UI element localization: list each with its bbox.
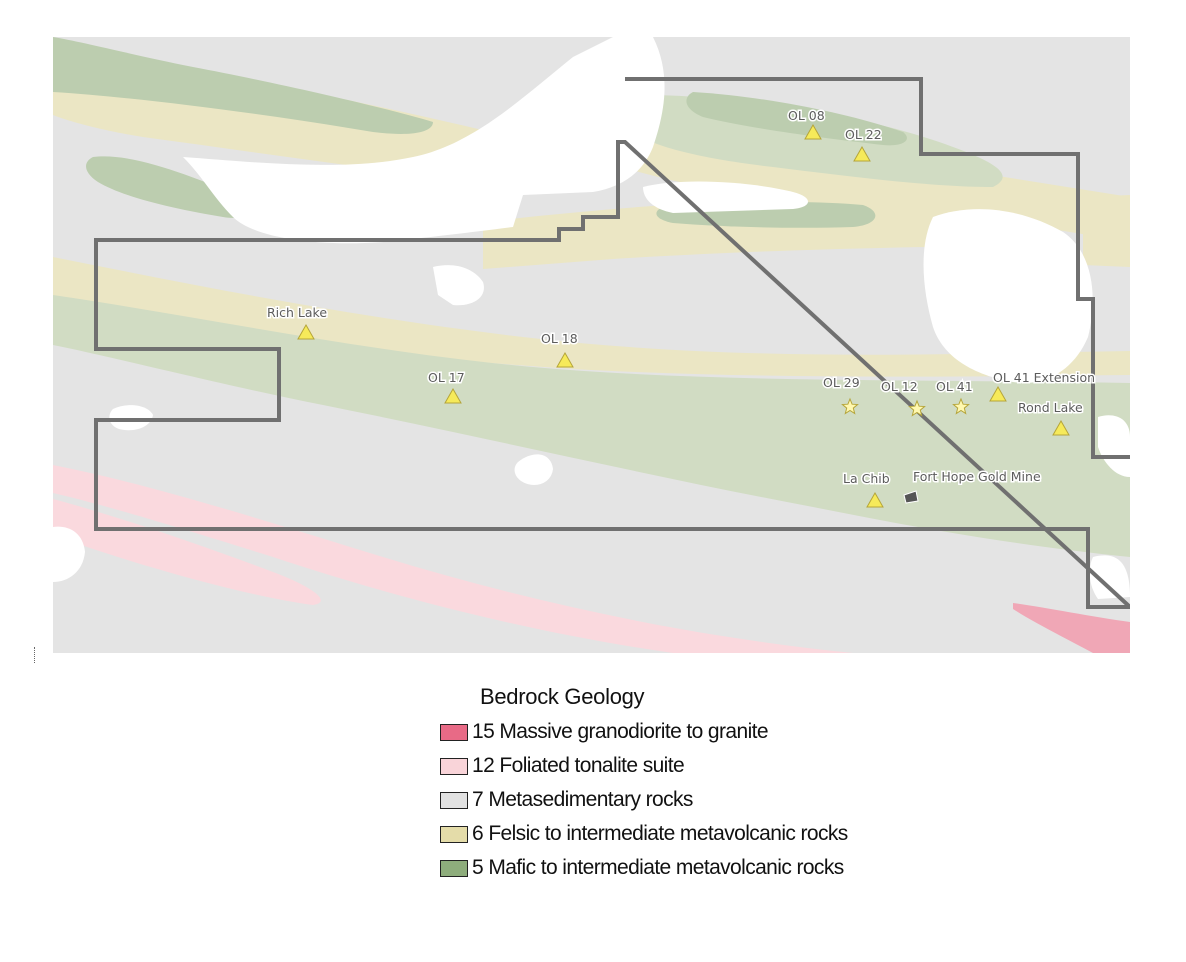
granite-body [1013, 603, 1130, 653]
prospect-star-marker[interactable] [952, 397, 970, 415]
mafic-lens-top-left [53, 37, 433, 134]
lake-east-edge [1089, 555, 1130, 599]
legend-item: 6 Felsic to intermediate metavolcanic ro… [440, 820, 940, 848]
mafic-lens-left [86, 156, 254, 218]
lake-southeast [1098, 415, 1130, 477]
occurrence-triangle-marker[interactable] [1052, 419, 1070, 436]
label-ol18: OL 18 [541, 331, 578, 346]
lake-small-left [109, 405, 153, 431]
legend-swatch [440, 723, 468, 741]
occurrence-triangle-marker[interactable] [804, 123, 822, 140]
mafic-band-main [53, 295, 1130, 557]
tonalite-band-lower-left [53, 499, 321, 605]
legend-label: 12 Foliated tonalite suite [472, 754, 685, 777]
label-rich-lake: Rich Lake [267, 305, 327, 320]
occurrence-triangle-marker[interactable] [989, 385, 1007, 402]
legend-item: 5 Mafic to intermediate metavolcanic roc… [440, 854, 940, 882]
occurrence-triangle-marker[interactable] [853, 145, 871, 162]
label-ol29: OL 29 [823, 375, 860, 390]
mafic-lens-upper-right [686, 92, 907, 146]
property-boundary [94, 77, 1130, 609]
legend-items: 15 Massive granodiorite to granite 12 Fol… [440, 718, 940, 882]
felsic-band-center [483, 195, 1053, 269]
label-fort-hope-gold-mine: Fort Hope Gold Mine [913, 469, 1041, 484]
occurrence-triangle-marker[interactable] [444, 387, 462, 404]
mine-icon[interactable] [903, 490, 919, 504]
legend-item: 12 Foliated tonalite suite [440, 752, 940, 780]
legend-label: 5 Mafic to intermediate metavolcanic roc… [472, 856, 844, 879]
label-ol41-extension: OL 41 Extension [993, 370, 1095, 385]
label-la-chib: La Chib [843, 471, 890, 486]
prospect-star-marker[interactable] [841, 397, 859, 415]
legend-swatch [440, 757, 468, 775]
legend: Bedrock Geology 15 Massive granodiorite … [440, 684, 940, 888]
geology-map[interactable]: OL 08 OL 22 Rich Lake OL 18 OL 17 OL 29 … [53, 37, 1130, 653]
occurrence-triangle-marker[interactable] [866, 491, 884, 508]
legend-swatch [440, 859, 468, 877]
occurrence-triangle-marker[interactable] [556, 351, 574, 368]
margin-mark [34, 647, 37, 663]
legend-item: 7 Metasedimentary rocks [440, 786, 940, 814]
lake-edge-left [53, 526, 85, 582]
lake-bay [643, 181, 808, 213]
felsic-band-right [1083, 195, 1130, 267]
legend-swatch [440, 791, 468, 809]
lake-small-center [514, 454, 553, 485]
legend-label: 7 Metasedimentary rocks [472, 788, 693, 811]
label-ol08: OL 08 [788, 108, 825, 123]
legend-swatch [440, 825, 468, 843]
label-rond-lake: Rond Lake [1018, 400, 1083, 415]
lake-channel [433, 265, 484, 306]
prospect-star-marker[interactable] [908, 399, 926, 417]
tonalite-band-lower [53, 465, 853, 653]
legend-title: Bedrock Geology [480, 684, 645, 709]
label-ol22: OL 22 [845, 127, 882, 142]
occurrence-triangle-marker[interactable] [297, 323, 315, 340]
lake-east [923, 209, 1093, 383]
label-ol41: OL 41 [936, 379, 973, 394]
legend-item: 15 Massive granodiorite to granite [440, 718, 940, 746]
label-ol12: OL 12 [881, 379, 918, 394]
occurrence-markers [297, 123, 1070, 508]
label-ol17: OL 17 [428, 370, 465, 385]
lake-north [183, 37, 665, 244]
map-canvas: OL 08 OL 22 Rich Lake OL 18 OL 17 OL 29 … [53, 37, 1130, 653]
legend-label: 6 Felsic to intermediate metavolcanic ro… [472, 822, 848, 845]
legend-label: 15 Massive granodiorite to granite [472, 720, 769, 743]
